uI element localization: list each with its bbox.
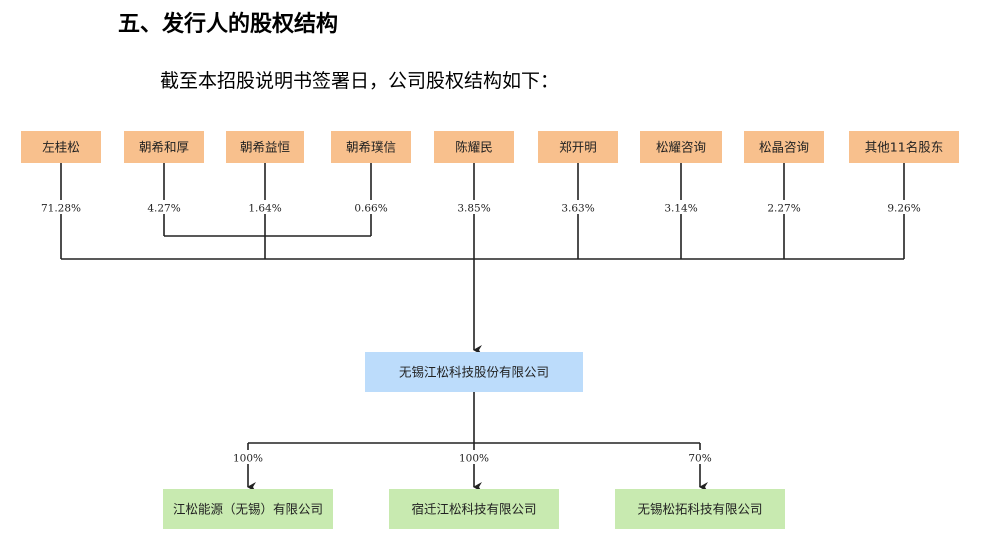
subsidiary-1: 宿迁江松科技有限公司 (389, 489, 559, 529)
shareholder-6-box (640, 131, 722, 163)
subsidiary-pct-2-bg (678, 450, 722, 464)
shareholder-pct-3: 0.66% (354, 203, 387, 215)
shareholder-pct-1: 4.27% (147, 203, 180, 215)
shareholder-pct-2-bg (243, 200, 287, 214)
shareholder-8-box (849, 131, 959, 163)
shareholder-pct-7-bg (762, 200, 806, 214)
shareholder-2-box (226, 131, 304, 163)
subsidiary-pct-1: 100% (459, 453, 489, 465)
subsidiary-0-box (163, 489, 333, 529)
shareholder-2-label: 朝希益恒 (240, 140, 290, 155)
shareholder-pct-2: 1.64% (248, 203, 281, 215)
shareholder-0-label: 左桂松 (42, 140, 80, 155)
shareholder-pct-5: 3.63% (561, 203, 594, 215)
shareholder-pct-4: 3.85% (457, 203, 490, 215)
shareholder-pct-7: 2.27% (767, 203, 800, 215)
shareholder-4-label: 陈耀民 (455, 140, 493, 155)
shareholder-1-label: 朝希和厚 (139, 140, 189, 155)
shareholder-7-box (744, 131, 824, 163)
shareholder-pct-5-bg (556, 200, 600, 214)
intro-paragraph: 截至本招股说明书签署日，公司股权结构如下： (160, 70, 560, 92)
subsidiary-1-box (389, 489, 559, 529)
subsidiary-1-label: 宿迁江松科技有限公司 (411, 502, 536, 517)
shareholder-pct-6-bg (659, 200, 703, 214)
subsidiary-pct-0: 100% (233, 453, 263, 465)
subsidiary-pct-2: 70% (688, 453, 711, 465)
company-label: 无锡江松科技股份有限公司 (399, 365, 549, 380)
shareholder-6: 松耀咨询 (640, 131, 722, 163)
shareholder-pct-3-bg (349, 200, 393, 214)
shareholder-pct-0-bg (39, 200, 83, 214)
shareholder-pct-8-bg (882, 200, 926, 214)
shareholder-0-box (21, 131, 101, 163)
shareholder-6-label: 松耀咨询 (656, 140, 706, 155)
subsidiary-pct-0-bg (226, 450, 270, 464)
subsidiary-2-box (615, 489, 785, 529)
subsidiary-2: 无锡松拓科技有限公司 (615, 489, 785, 529)
shareholder-5-box (538, 131, 618, 163)
shareholder-0: 左桂松 (21, 131, 101, 163)
shareholder-7: 松晶咨询 (744, 131, 824, 163)
company: 无锡江松科技股份有限公司 (365, 352, 583, 392)
shareholder-8-label: 其他11名股东 (865, 140, 943, 155)
shareholder-2: 朝希益恒 (226, 131, 304, 163)
shareholder-4: 陈耀民 (434, 131, 514, 163)
subsidiary-2-label: 无锡松拓科技有限公司 (637, 502, 762, 517)
shareholder-4-box (434, 131, 514, 163)
shareholder-5: 郑开明 (538, 131, 618, 163)
shareholder-5-label: 郑开明 (559, 140, 597, 155)
shareholder-1: 朝希和厚 (124, 131, 204, 163)
shareholder-8: 其他11名股东 (849, 131, 959, 163)
shareholder-3: 朝希璞信 (331, 131, 411, 163)
subsidiary-0: 江松能源（无锡）有限公司 (163, 489, 333, 529)
shareholder-pct-0: 71.28% (41, 203, 81, 215)
shareholder-3-label: 朝希璞信 (346, 140, 396, 155)
shareholder-1-box (124, 131, 204, 163)
shareholder-7-label: 松晶咨询 (759, 140, 809, 155)
shareholder-pct-4-bg (452, 200, 496, 214)
company-box (365, 352, 583, 392)
shareholder-pct-6: 3.14% (664, 203, 697, 215)
shareholder-3-box (331, 131, 411, 163)
shareholder-pct-8: 9.26% (887, 203, 920, 215)
shareholder-pct-1-bg (142, 200, 186, 214)
subsidiary-pct-1-bg (452, 450, 496, 464)
subsidiary-0-label: 江松能源（无锡）有限公司 (173, 502, 323, 517)
section-heading: 五、发行人的股权结构 (118, 12, 339, 37)
